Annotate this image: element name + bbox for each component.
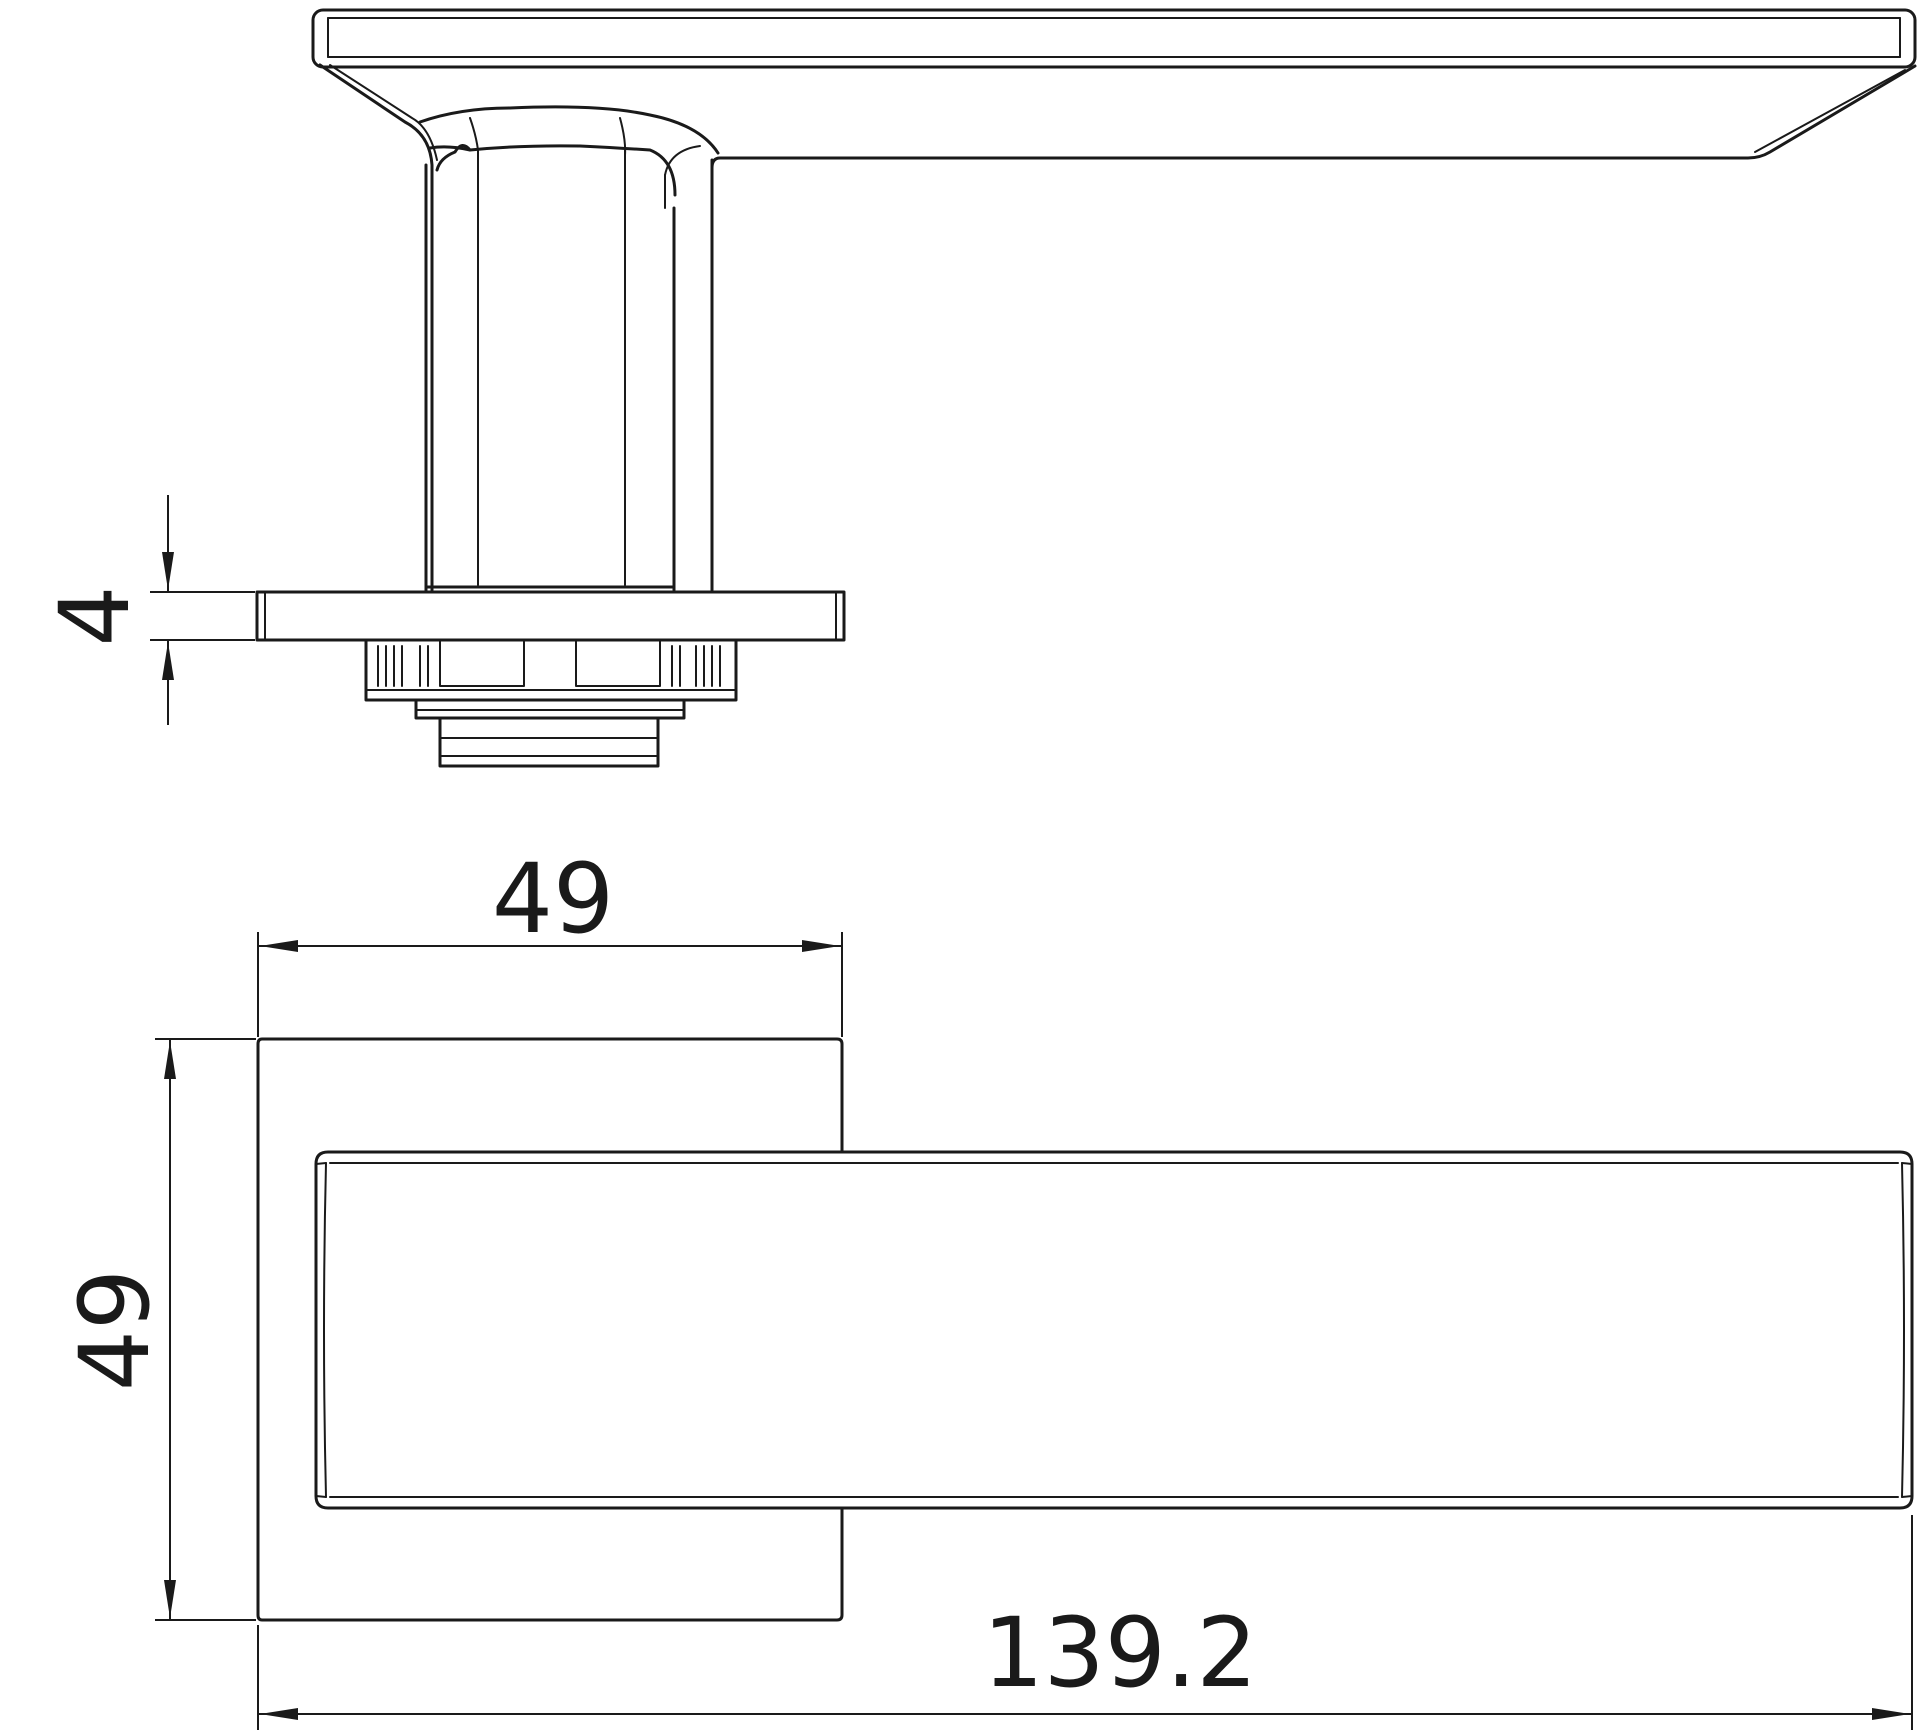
arrow-down-icon bbox=[164, 1580, 176, 1618]
arrow-up-icon bbox=[162, 642, 174, 680]
lever-body bbox=[318, 63, 1917, 592]
dimension-overall-length: 139.2 bbox=[257, 1515, 1913, 1730]
neck bbox=[424, 149, 676, 592]
lever-top-bar bbox=[311, 8, 1917, 69]
dimension-label-height: 49 bbox=[59, 1269, 171, 1391]
side-view: 4 bbox=[39, 8, 1917, 768]
rose-square bbox=[256, 1037, 844, 1622]
rose-plate bbox=[255, 590, 846, 642]
arrow-right-icon bbox=[802, 940, 840, 952]
dimension-label-width: 49 bbox=[492, 843, 614, 955]
arrow-left-icon bbox=[260, 1708, 298, 1720]
spring-cassette bbox=[364, 638, 738, 768]
dimension-label-length: 139.2 bbox=[983, 1597, 1258, 1709]
dimension-rose-width: 49 bbox=[257, 843, 843, 1037]
lever-front bbox=[314, 1150, 1914, 1510]
dimension-rose-height: 49 bbox=[59, 1038, 256, 1621]
arrow-up-icon bbox=[164, 1041, 176, 1079]
neck-collar bbox=[418, 105, 720, 197]
dimension-rose-thickness: 4 bbox=[39, 495, 255, 725]
arrow-left-icon bbox=[260, 940, 298, 952]
arrow-right-icon bbox=[1872, 1708, 1910, 1720]
arrow-down-icon bbox=[162, 552, 174, 590]
dimension-label-thickness: 4 bbox=[39, 585, 151, 646]
front-view: 49 49 139.2 bbox=[59, 843, 1914, 1730]
